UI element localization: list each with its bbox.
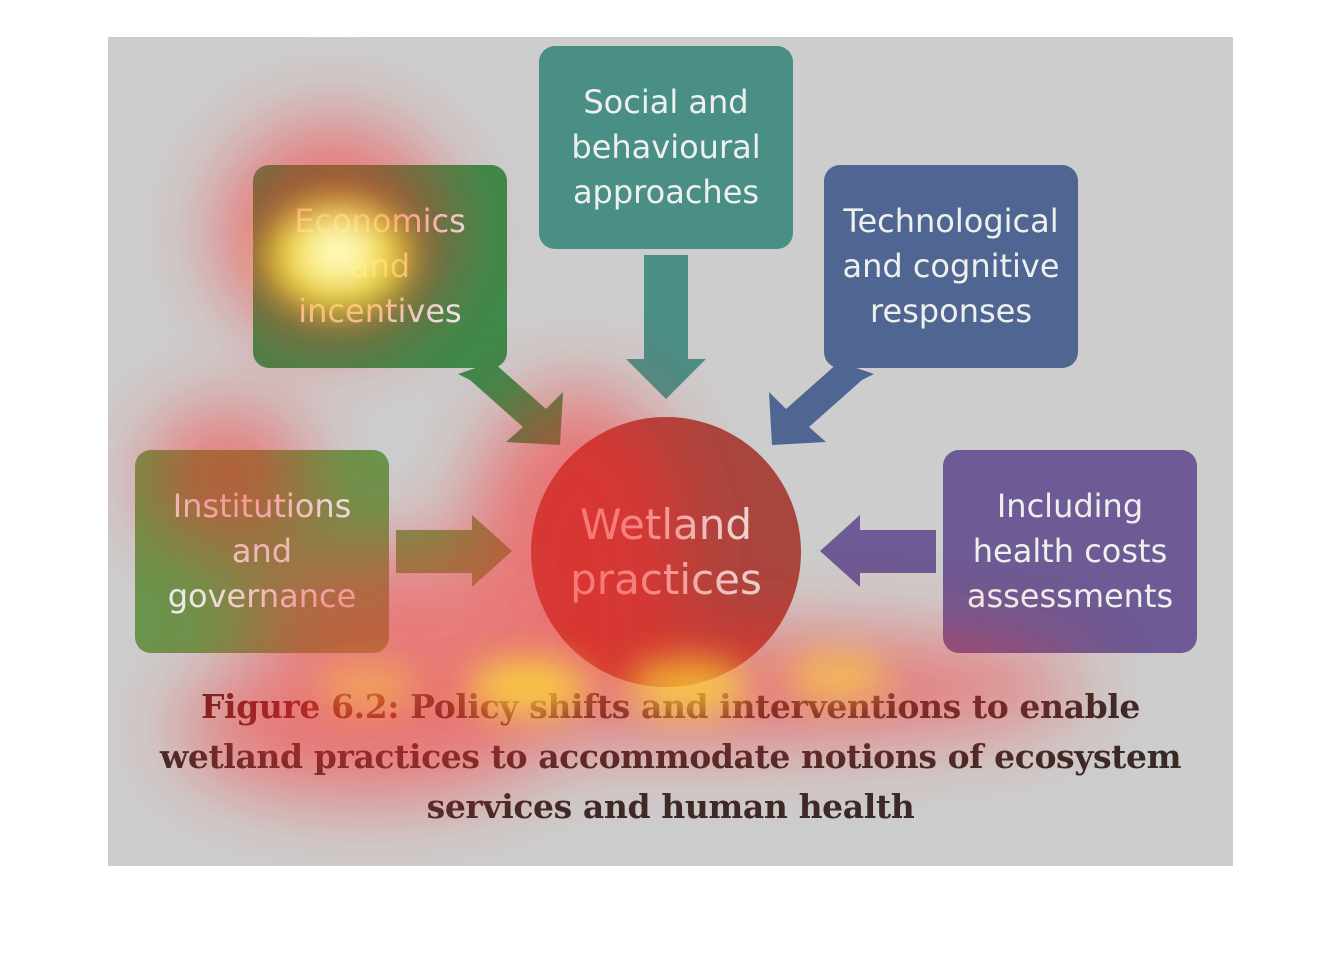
- box-health-label: Including health costs assessments: [966, 487, 1174, 615]
- box-technological-label: Technological and cognitive responses: [842, 202, 1060, 330]
- arrow-institutions-to-center: [396, 515, 512, 587]
- figure-frame: Economics and incentives Social and beha…: [108, 37, 1233, 866]
- box-social-label: Social and behavioural approaches: [571, 83, 761, 211]
- box-technological-cognitive: Technological and cognitive responses: [824, 165, 1078, 368]
- box-institutions-label: Institutions and governance: [167, 487, 357, 615]
- center-wetland-practices: Wetland practices: [531, 417, 801, 687]
- box-health-costs: Including health costs assessments: [943, 450, 1197, 653]
- arrow-economics-to-center: [458, 362, 563, 445]
- box-social-behavioural: Social and behavioural approaches: [539, 46, 793, 249]
- caption-label: Figure 6.2:: [200, 687, 400, 726]
- figure-caption: Figure 6.2: Policy shifts and interventi…: [148, 682, 1193, 832]
- arrow-social-to-center: [626, 255, 706, 399]
- center-label: Wetland practices: [570, 500, 762, 604]
- arrow-health-to-center: [820, 515, 936, 587]
- arrow-technological-to-center: [769, 362, 874, 445]
- box-economics-incentives: Economics and incentives: [253, 165, 507, 368]
- box-institutions-governance: Institutions and governance: [135, 450, 389, 653]
- box-economics-label: Economics and incentives: [294, 202, 466, 330]
